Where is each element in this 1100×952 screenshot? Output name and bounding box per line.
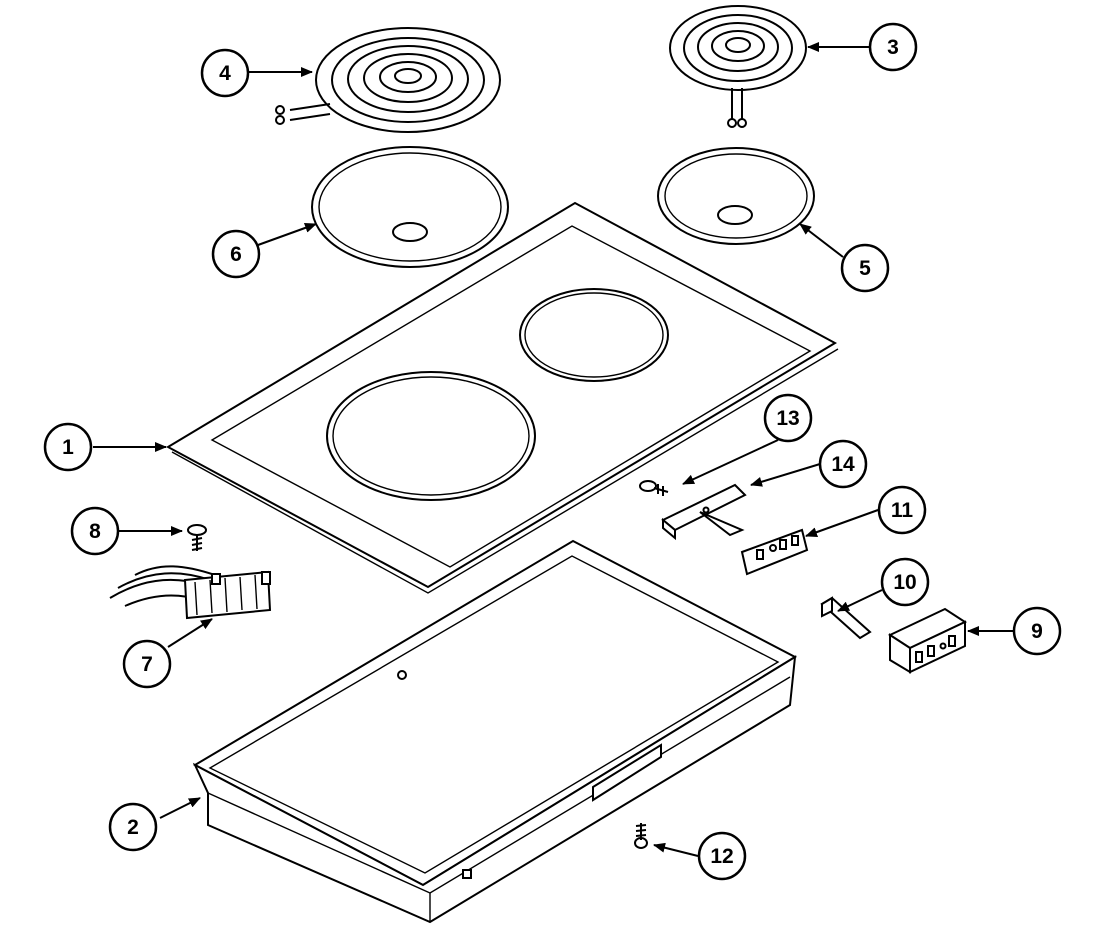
svg-text:13: 13 xyxy=(776,407,799,430)
svg-text:10: 10 xyxy=(893,571,916,594)
callout-1: 1 xyxy=(43,422,93,472)
svg-text:12: 12 xyxy=(710,845,733,868)
cooktop-bottom-box xyxy=(192,539,798,924)
svg-text:2: 2 xyxy=(127,816,139,839)
svg-text:14: 14 xyxy=(831,453,855,476)
callout-14: 14 xyxy=(818,439,868,489)
svg-text:5: 5 xyxy=(859,257,871,280)
callout-3: 3 xyxy=(868,22,918,72)
callout-12: 12 xyxy=(697,831,747,881)
small-drip-pan xyxy=(657,147,815,245)
callout-5: 5 xyxy=(840,243,890,293)
svg-text:8: 8 xyxy=(89,520,101,543)
callout-10: 10 xyxy=(880,557,930,607)
small-surface-element-coil xyxy=(669,5,807,128)
wire-clamp-screw xyxy=(187,524,207,551)
bracket-screw xyxy=(639,480,669,496)
svg-text:3: 3 xyxy=(887,36,899,59)
callout-13: 13 xyxy=(763,393,813,443)
callout-9: 9 xyxy=(1012,606,1062,656)
svg-text:6: 6 xyxy=(230,243,242,266)
mounting-bracket xyxy=(661,483,747,541)
terminal-block-wires xyxy=(109,565,272,620)
switch-housing xyxy=(887,607,968,674)
large-drip-pan xyxy=(311,146,509,268)
svg-text:11: 11 xyxy=(891,499,914,522)
callout-7: 7 xyxy=(122,639,172,689)
callout-4: 4 xyxy=(200,48,250,98)
switch-clip xyxy=(820,596,872,640)
callout-2: 2 xyxy=(108,802,158,852)
callout-8: 8 xyxy=(70,506,120,556)
bottom-screw xyxy=(634,823,648,849)
cooktop-main-top xyxy=(165,201,839,594)
large-surface-element-coil xyxy=(275,27,501,133)
callout-6: 6 xyxy=(211,229,261,279)
leader-lines xyxy=(93,42,1013,857)
svg-text:4: 4 xyxy=(219,62,231,85)
callout-11: 11 xyxy=(877,485,927,535)
svg-text:7: 7 xyxy=(141,653,153,676)
svg-text:1: 1 xyxy=(62,436,74,459)
svg-text:9: 9 xyxy=(1031,620,1043,643)
indicator-plate xyxy=(740,528,809,576)
